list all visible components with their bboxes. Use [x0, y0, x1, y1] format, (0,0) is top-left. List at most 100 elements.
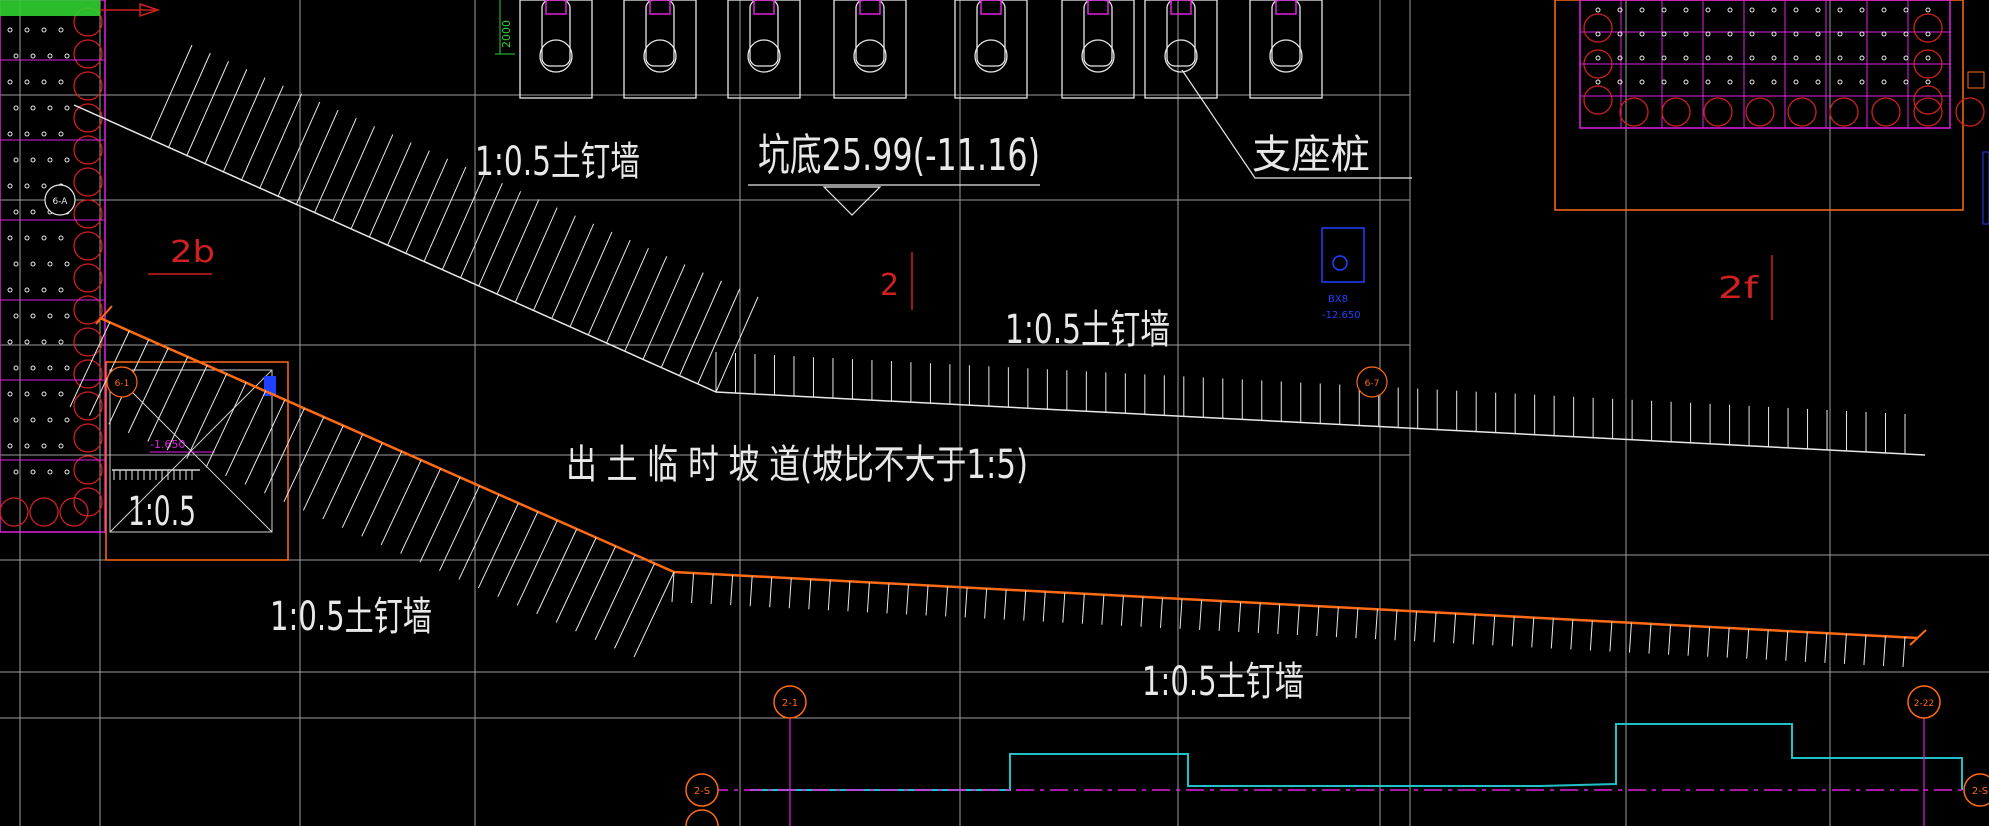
- pile-circle: [747, 39, 781, 73]
- pile-dot: [30, 417, 36, 423]
- pile-dot: [7, 183, 13, 189]
- pile-dot: [64, 469, 70, 475]
- hatch-line: [575, 545, 617, 632]
- hatch-line: [514, 207, 558, 303]
- hatch-line: [587, 239, 631, 336]
- hatch-line: [605, 248, 649, 344]
- pile-dot: [41, 131, 47, 137]
- pile-dot: [7, 391, 13, 397]
- hatch-line: [283, 416, 325, 503]
- pile-dot: [1771, 79, 1777, 85]
- pile-dot: [1617, 79, 1623, 85]
- pile-dot: [1705, 55, 1711, 61]
- pile-dot: [13, 365, 19, 371]
- pile-dot: [30, 157, 36, 163]
- pile-dot: [7, 131, 13, 137]
- hatch-line: [405, 158, 449, 255]
- pile-dot: [1771, 7, 1777, 13]
- pile-dot: [7, 287, 13, 293]
- pile-dot: [1727, 55, 1733, 61]
- hatch-line: [1492, 615, 1496, 646]
- pile-dot: [13, 417, 19, 423]
- pile-circle: [1913, 49, 1943, 79]
- pile-dot: [7, 339, 13, 345]
- hatch-line: [1589, 620, 1593, 651]
- pile-cap: [1249, 0, 1323, 99]
- green-hatch: [0, 0, 100, 16]
- pile-dot: [58, 131, 64, 137]
- hatch-line: [1609, 621, 1613, 652]
- pile-dot: [1859, 79, 1865, 85]
- hatch-line: [516, 520, 558, 606]
- hatch-line: [1042, 591, 1046, 622]
- pile-dot: [58, 391, 64, 397]
- hatch-line: [1238, 601, 1242, 632]
- pile-dot: [24, 391, 30, 397]
- pile-dot: [1925, 79, 1931, 85]
- pile-dot: [30, 313, 36, 319]
- pile-dot: [13, 53, 19, 59]
- pile-dot: [1925, 55, 1931, 61]
- hatch-line: [905, 584, 909, 615]
- axis-bubble-6-A: 6-A: [44, 184, 76, 216]
- hatch-line: [1668, 624, 1672, 655]
- pile-circle: [1745, 97, 1775, 127]
- pile-dot: [30, 261, 36, 267]
- pile-dot: [7, 27, 13, 33]
- pile-dot: [1793, 79, 1799, 85]
- pile-cap: [727, 0, 801, 99]
- hatch-line: [1199, 599, 1203, 630]
- pile-dot: [1705, 7, 1711, 13]
- pile-dot: [1639, 79, 1645, 85]
- pile-circle: [1787, 97, 1817, 127]
- hatch-line: [1023, 590, 1027, 621]
- pile-circle: [1703, 97, 1733, 127]
- hatch-line: [1824, 632, 1828, 663]
- pile-dot: [1837, 79, 1843, 85]
- pile-circle: [1913, 13, 1943, 43]
- pile-rebar: [753, 0, 775, 15]
- pile-dot: [41, 27, 47, 33]
- pile-rebar: [1275, 0, 1297, 15]
- pile-dot: [30, 365, 36, 371]
- small-elevation-label: -1.650: [150, 438, 185, 451]
- hatch-line: [1843, 633, 1847, 664]
- pile-rebar: [545, 0, 567, 15]
- pile-circle: [73, 295, 103, 325]
- hatch-line: [633, 571, 675, 658]
- pile-shaft: [855, 0, 885, 67]
- pile-circle: [974, 39, 1008, 73]
- pile-cap: [519, 0, 593, 99]
- hatch-line: [166, 364, 208, 451]
- hatch-line: [1218, 600, 1222, 631]
- pile-dot: [41, 339, 47, 345]
- pile-dot: [1881, 79, 1887, 85]
- pile-dot: [64, 157, 70, 163]
- hatch-line: [1120, 595, 1124, 626]
- pile-dot: [1595, 31, 1601, 37]
- hatch-line: [984, 588, 988, 619]
- pile-dot: [1727, 79, 1733, 85]
- pile-dot: [1837, 31, 1843, 37]
- hatch-line: [459, 182, 503, 279]
- pile-shaft: [645, 0, 675, 67]
- hatch-line: [1882, 635, 1886, 667]
- hatch-line: [240, 85, 284, 181]
- hatch-line: [1062, 592, 1066, 623]
- pile-dot: [1903, 31, 1909, 37]
- pile-dot: [1683, 7, 1689, 13]
- pile-dot: [13, 313, 19, 319]
- pile-circle: [1583, 49, 1613, 79]
- pile-dot: [24, 443, 30, 449]
- hatch-line: [222, 77, 266, 173]
- pile-dot: [41, 183, 47, 189]
- svg-text:6-7: 6-7: [1365, 379, 1380, 389]
- hatch-line: [1570, 619, 1574, 650]
- pile-circle: [1871, 97, 1901, 127]
- hatch-line: [1804, 631, 1808, 662]
- pile-dot: [7, 79, 13, 85]
- pile-rebar: [980, 0, 1002, 15]
- pile-dot: [24, 235, 30, 241]
- hatch-line: [1707, 626, 1711, 657]
- pile-dot: [1815, 31, 1821, 37]
